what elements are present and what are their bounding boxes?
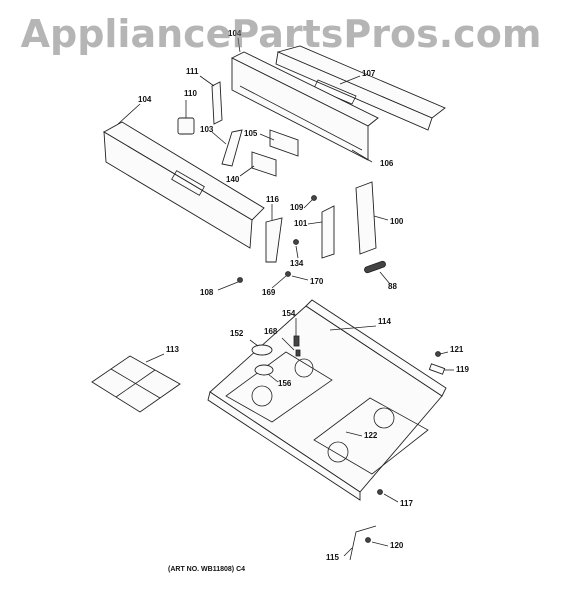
part-115-tube — [349, 525, 377, 561]
part-116-handle — [265, 217, 283, 263]
callout-104: 104 — [138, 95, 152, 104]
callout-104a: 104 — [228, 29, 242, 38]
callout-110: 110 — [184, 89, 197, 98]
callout-156: 156 — [278, 379, 292, 388]
callout-121: 121 — [450, 345, 464, 354]
callout-109: 109 — [290, 203, 304, 212]
part-103-tube — [221, 129, 243, 167]
callout-108: 108 — [200, 288, 214, 297]
callout-101: 101 — [294, 219, 308, 228]
part-154-orifice — [293, 335, 301, 357]
callout-117: 117 — [400, 499, 413, 508]
callout-169: 169 — [262, 288, 276, 297]
watermark-text: AppliancePartsPros.com — [20, 12, 542, 56]
part-101-bracket — [321, 205, 335, 259]
part-119-bracket — [428, 363, 446, 375]
part-152-burner-cap — [251, 344, 273, 356]
callout-122: 122 — [364, 431, 378, 440]
callout-119: 119 — [456, 365, 469, 374]
callout-154: 154 — [282, 309, 296, 318]
callout-113: 113 — [166, 345, 179, 354]
callout-labels: 104 107 111 110 104 103 105 106 140 116 … — [138, 29, 469, 562]
part-88-grommet — [364, 260, 386, 274]
callout-106: 106 — [380, 159, 394, 168]
part-114-cooktop — [207, 299, 447, 501]
art-number: (ART NO. WB11808) C4 — [168, 566, 246, 573]
callout-100: 100 — [390, 217, 404, 226]
part-105-module — [269, 129, 299, 157]
part-140-overlay — [251, 151, 277, 177]
part-111-bracket — [199, 75, 223, 125]
callout-116: 116 — [266, 195, 279, 204]
leader-lines — [145, 37, 454, 557]
callout-88: 88 — [388, 282, 397, 291]
part-156-burner-head — [254, 364, 274, 376]
callout-140: 140 — [226, 175, 240, 184]
part-113-grate — [91, 355, 181, 413]
callout-114: 114 — [378, 317, 391, 326]
screws — [237, 195, 441, 543]
part-107-backguard-trim — [275, 45, 446, 131]
callout-168: 168 — [264, 327, 278, 336]
callout-105: 105 — [244, 129, 258, 138]
callout-120: 120 — [390, 541, 404, 550]
callout-115: 115 — [326, 553, 339, 562]
part-104-control-panel — [103, 103, 265, 249]
callout-170: 170 — [310, 277, 324, 286]
part-110-switch — [177, 100, 195, 135]
callout-152: 152 — [230, 329, 244, 338]
callout-107: 107 — [362, 69, 376, 78]
part-100-side-panel — [355, 181, 377, 255]
callout-111: 111 — [186, 67, 199, 76]
callout-134: 134 — [290, 259, 304, 268]
callout-103: 103 — [200, 125, 214, 134]
